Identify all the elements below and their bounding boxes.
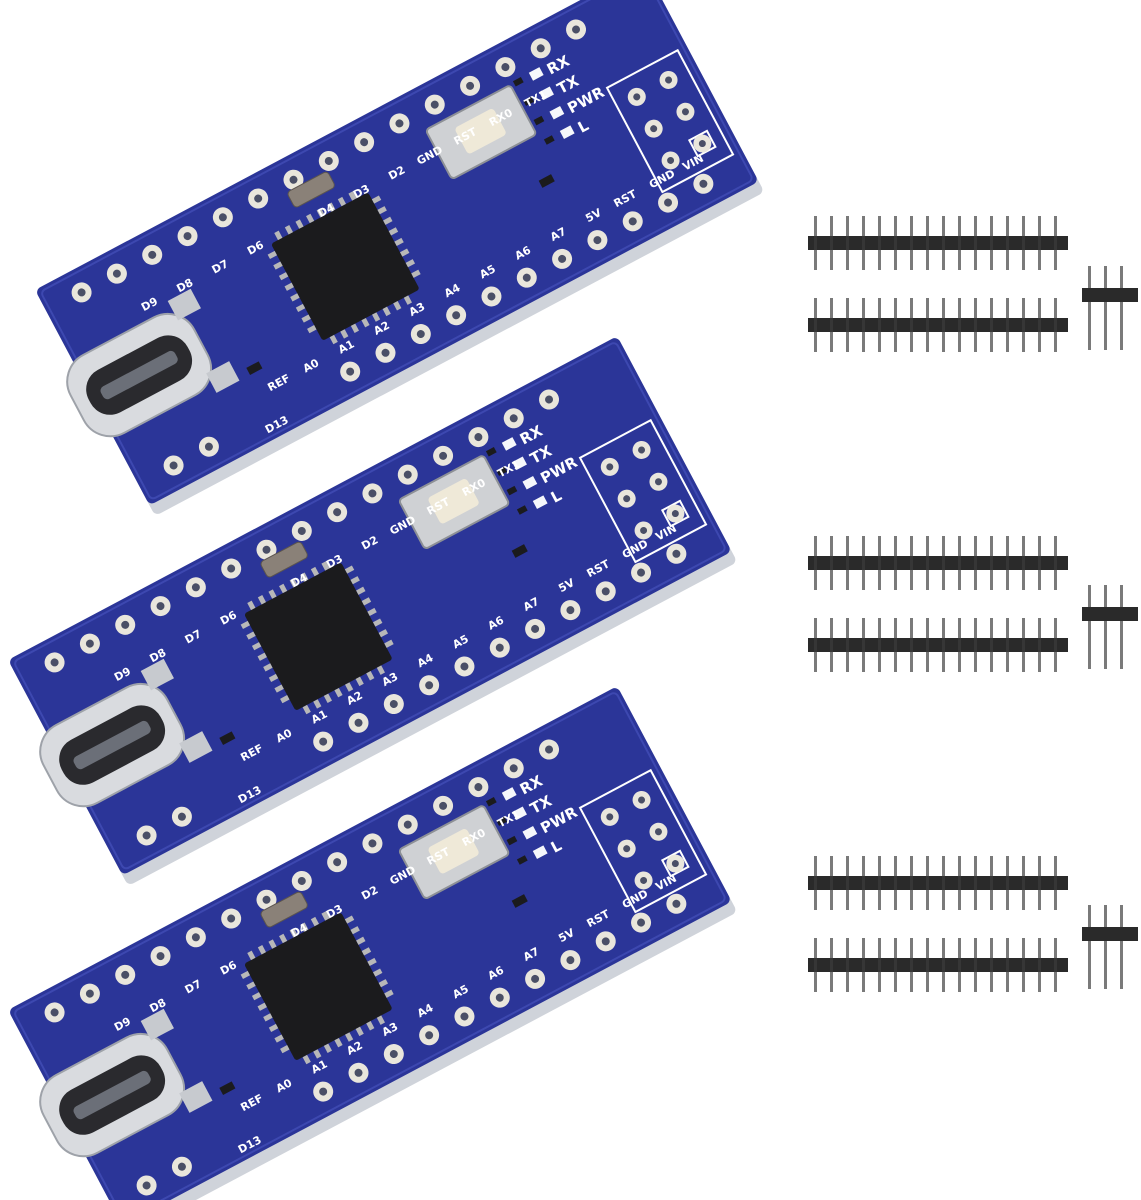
board-2: GND RST RX0 TX1 D2 D3 D4 D6 D7 D8 D9 RX … [0, 335, 739, 896]
header-strip-long-top [808, 216, 1068, 270]
header-strip-long-bottom [808, 298, 1068, 352]
header-strip-short [1082, 266, 1138, 350]
header-set-3 [808, 856, 1138, 992]
header-strip-short [1082, 585, 1138, 669]
header-strip-long-bottom [808, 618, 1068, 672]
header-set-1 [808, 216, 1138, 352]
header-strip-long-top [808, 536, 1068, 590]
board-3: GND RST RX0 TX1 D2 D3 D4 D6 D7 D8 D9 RX … [0, 685, 739, 1200]
header-set-2 [808, 536, 1138, 672]
board-1: GND RST RX0 TX1 D2 D3 D4 D6 D7 D8 D9 RX … [18, 0, 766, 526]
header-strip-long-top [808, 856, 1068, 910]
header-strip-long-bottom [808, 938, 1068, 992]
header-strip-short [1082, 905, 1138, 989]
